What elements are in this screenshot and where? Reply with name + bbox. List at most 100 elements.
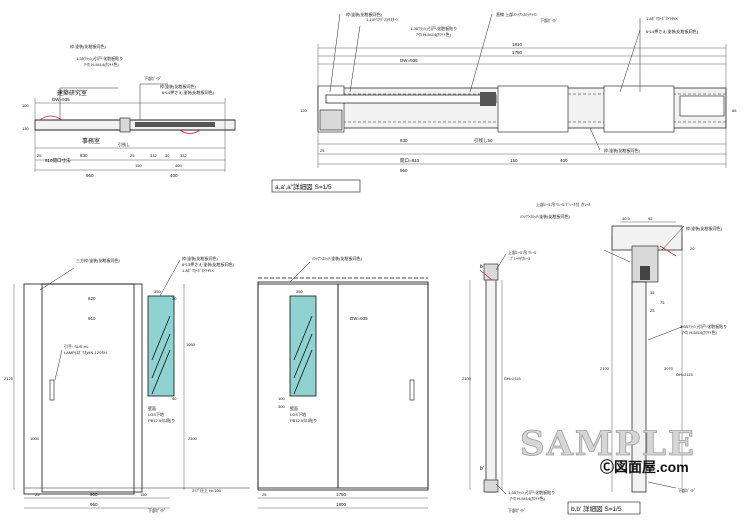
plan-guide-note: 下部ｶﾞｲﾄﾞ [144, 75, 162, 81]
elevation-middle: ﾒﾝﾃﾅﾝｽﾊｯﾁ:塗装(化粧板同色) DW=935 350 25 1780 1… [257, 255, 429, 509]
elev-left-door [41, 283, 143, 493]
watermark: SAMPLE Ⓒ図面屋.com [520, 424, 695, 475]
elev-left-dim-2125: 2125 [4, 376, 14, 381]
detail-bb-dim-dh: DH=2115 [676, 372, 693, 377]
plan-swing-arc [39, 115, 63, 121]
elev-left-frame-note-2: 枠:塗装(化粧板同色) [182, 255, 218, 261]
elev-left-slab-note: ｽﾗﾌﾞ仕上 H=100 [192, 487, 222, 493]
section-b-door-note-2: ｱｲｶ H-5414(ﾎﾜｲﾄ色) [510, 495, 546, 501]
elev-mid-hatch-note: ﾒﾝﾃﾅﾝｽﾊｯﾁ:塗装(化粧板同色) [312, 255, 362, 261]
detail-aa-dim-85: 85 [732, 108, 737, 113]
plan-dim-400b: 400 [170, 173, 178, 178]
detail-aa-caption-box [271, 179, 361, 193]
elev-left-wall-note-2: LGS下地 [148, 411, 164, 417]
room-label-top: 建築研究室 [57, 89, 87, 97]
detail-bb-dim-405: 40.5 [622, 216, 631, 221]
elev-left-frame [23, 283, 135, 495]
detail-bb-guide-note: 下部ｶﾞｲﾄﾞ [678, 487, 696, 493]
elev-mid-dim-300: 300 [278, 404, 285, 409]
section-b-label-b2: b' [480, 466, 484, 472]
detail-aa-dim-150: 150 [510, 158, 518, 163]
elev-left-dim-150: 150 [140, 492, 147, 497]
plan-pier [119, 117, 131, 133]
elev-left-handle-note-1: 引手: SUS HL [64, 343, 89, 349]
elev-left-dim-350: 350 [154, 289, 161, 294]
elev-left-handle-note-2: LAMP(ｽｶﾞﾂﾈ)HN-120SH [64, 350, 107, 355]
elev-left-dim-2100: 2100 [188, 436, 198, 441]
plan-dim-25b: 25 [130, 153, 135, 158]
plan-dim-25: 25 [37, 153, 42, 158]
elev-left-dim-1000: 1000 [30, 436, 40, 441]
elev-left-dim-30: 30 [172, 296, 177, 301]
detail-aa-dim-400: 400 [560, 158, 568, 163]
detail-aa-guide-note: 下部ｶﾞｲﾄﾞ [540, 17, 558, 23]
section-b-rail-note-1: 上部ﾚｰﾙ 吊 ﾘﾚｰﾙ [508, 249, 536, 255]
elev-left-dim-900: 900 [90, 492, 98, 497]
plan-dim-830: 830 [80, 153, 88, 158]
plan-door-note-1: 1-35ﾌﾗｯｼｭ引戸:化粧板貼り [76, 55, 123, 61]
elev-mid-handle [409, 379, 415, 401]
section-b-leaf [485, 267, 497, 493]
elev-mid-door-right [337, 283, 429, 489]
room-label-bottom: 事務室 [82, 137, 100, 145]
detail-aa-door-note-1: 1-35ﾌﾗｯｼｭ引戸:化粧板貼り [410, 25, 457, 31]
plan-frame-note-2: 枠:塗装(化粧板同色) [160, 83, 196, 89]
plan-dim-30: 30 [165, 153, 170, 158]
elev-mid-dim-350: 350 [296, 289, 303, 294]
plan-door-note-2: ｱｲｶ H-5414(ﾎﾜｲﾄ色) [84, 61, 120, 67]
detail-aa-dim-25: 25 [320, 148, 325, 153]
floor-plan: 建築研究室 事務室 枠:塗装(化粧板同色) 1-35ﾌﾗｯｼｭ引戸:化粧板貼り … [22, 43, 236, 178]
elev-left-handle [49, 379, 55, 401]
detail-aa-pull [480, 92, 496, 106]
section-b-guide-note: 下部ｶﾞｲﾄﾞ [508, 507, 526, 513]
section-b-label-b: b [480, 264, 483, 270]
section-b-rail-note-2: ﾌﾞﾚｰｷ付ﾚｰﾙ [510, 255, 530, 261]
section-b-door-note-1: 1-35ﾌﾗｯｼｭ引戸:化粧板貼り [508, 489, 555, 495]
plan-dim-150: 150 [135, 163, 142, 168]
plan-dim-400: 400 [175, 163, 182, 168]
detail-aa-dim-dw: DW=935 [400, 58, 418, 63]
detail-aa-frame-note-2: 枠:塗装(化粧板同色) [604, 147, 640, 153]
detail-bb-dim-25: 25 [650, 308, 655, 313]
elevation-left: 三方枠:塗装(化粧板同色) 枠:塗装(化粧板同色) 6*13押さえ:塗装(化粧板… [4, 255, 250, 513]
detail-bb-caption-box [567, 501, 641, 515]
elev-left-frame-note: 三方枠:塗装(化粧板同色) [76, 257, 120, 263]
elev-left-dim-25: 25 [35, 492, 40, 497]
elev-mid-glass-panel [289, 295, 317, 397]
detail-aa-glass-note: 1-10ﾄﾘｱｸﾞｽ3ﾏｽﾀｰﾝ [366, 16, 398, 22]
detail-bb-dim-75: 75 [660, 300, 665, 305]
elev-left-dim-910: 910 [88, 316, 96, 321]
elev-mid-dim-dw: DW=935 [350, 316, 368, 321]
elev-left-dim-960: 960 [90, 502, 98, 507]
detail-aa-dim-opening: 開口=810 [400, 158, 420, 164]
plan-dim-960: 960 [86, 173, 94, 178]
detail-bb-dim-2100: 2100 [600, 366, 610, 371]
section-b-dim-2100: 2100 [462, 376, 472, 381]
detail-aa-dim-1810: 1810 [512, 42, 523, 47]
detail-bb-door-note-1: 1-35ﾌﾗｯｼｭ引戸:化粧板貼り [680, 323, 727, 329]
detail-bb-dim-92: 92 [648, 216, 653, 221]
plan-dim-opening: 810開口寸法 [45, 157, 71, 164]
detail-aa-dim-pull: 引残し50 [474, 137, 493, 144]
elev-mid-wall-note-1: 壁面 [290, 405, 298, 411]
detail-aa-trim-note: 6*14押さえ:塗装(化粧板同色) [646, 28, 699, 34]
elev-left-glass-panel [147, 295, 175, 397]
elev-mid-wall-note-2: LGS下地 [290, 411, 306, 417]
plan-dim-dw: DW=935 [52, 97, 70, 102]
elev-mid-dim-100: 100 [278, 396, 285, 401]
elev-left-dim-1050: 1050 [186, 342, 196, 347]
detail-bb-rail-note: 上部ﾚｰﾙ 吊 ﾘﾚｰﾙ:ﾌﾞﾚｰｷ付 きﾚｰﾙ [536, 201, 590, 207]
plan-dim-332b: 332 [180, 153, 187, 158]
plan-trim-note: 6*14押さえ:塗装(化粧板同色) [162, 89, 215, 95]
elev-mid-dim-25: 25 [262, 492, 267, 497]
detail-aa-fix-note: 1-8ﾎﾟﾘｶｰﾎﾞﾈｲﾄFIX [646, 15, 678, 21]
elev-mid-frame [257, 281, 429, 491]
detail-bb-hatch-note: ﾒﾝﾃﾅﾝｽﾊｯﾁ:塗装(化粧板同色) [520, 213, 570, 219]
elev-mid-dim-1780: 1780 [336, 492, 347, 497]
elev-left-fix-note: 1-8ﾎﾟﾘｶｰﾎﾞﾈｲﾄFIX [182, 267, 214, 273]
detail-bb-door-note-2: ｱｲｶ H-5414(ﾎﾜｲﾄ色) [682, 329, 718, 335]
detail-aa-jamb [319, 109, 343, 131]
detail-bb-caption: b,b' 詳細図 S=1/5 [571, 504, 622, 513]
elev-left-dim-40: 40 [172, 396, 177, 401]
